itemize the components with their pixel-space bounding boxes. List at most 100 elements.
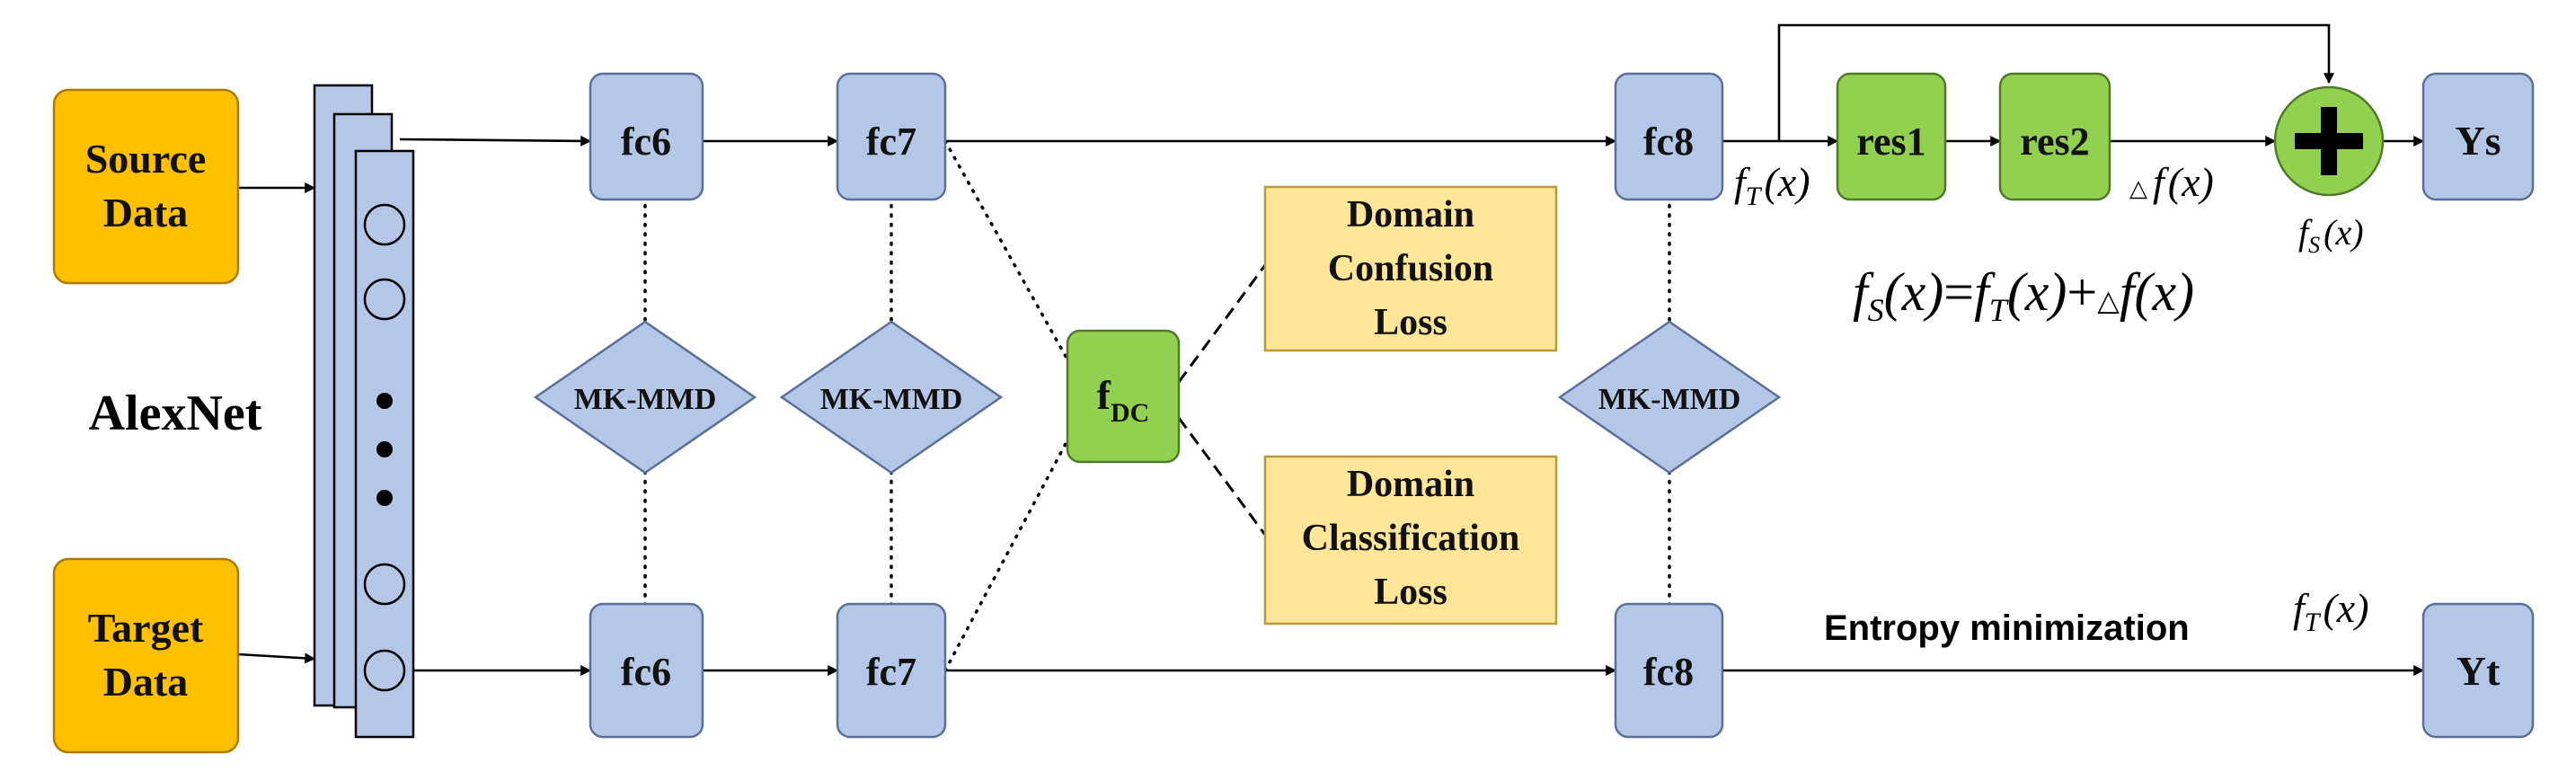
ft-top-arg: (x) <box>1764 159 1810 205</box>
fc8-top-label: fc8 <box>1643 120 1694 164</box>
yt-label: Yt <box>2456 648 2501 694</box>
fc8-top-box <box>1614 72 1724 201</box>
target-data-node: Target Data <box>52 557 240 754</box>
ys-label: Ys <box>2455 118 2501 164</box>
fc8-bottom-box <box>1614 602 1724 739</box>
ft-annotation-top: fT(x) <box>1734 159 1810 211</box>
mmd-fc7-node: MK-MMD <box>779 320 1004 475</box>
dotted-links <box>643 139 1671 672</box>
ys-node: Ys <box>2421 72 2535 201</box>
dashed-links <box>1177 264 1267 536</box>
dotted-fc7-bottom-to-fdc <box>943 439 1069 672</box>
mmd-fc6-node: MK-MMD <box>533 320 757 475</box>
fc6-top-label: fc6 <box>621 120 671 164</box>
mmd-fc6-label: MK-MMD <box>574 383 717 416</box>
source-data-label-line1: Source <box>85 136 207 182</box>
fc7-bottom-label: fc7 <box>866 650 916 694</box>
ys-box <box>2421 72 2535 201</box>
sum-node <box>2273 85 2385 197</box>
neuron-ellipsis-dot <box>376 490 393 506</box>
fdc-label: fDC <box>1097 372 1150 428</box>
confusion-loss-node: Domain Confusion Loss <box>1263 185 1558 352</box>
fc7-top-label: fc7 <box>866 120 916 164</box>
fs-sum-arg: (x) <box>2324 212 2363 253</box>
classification-loss-line2: Classification <box>1302 518 1520 559</box>
alexnet-label: AlexNet <box>89 386 262 441</box>
fc7-bottom-node: fc7 <box>836 602 947 739</box>
classification-loss-line1: Domain <box>1347 464 1474 505</box>
fc7-top-box <box>836 72 947 201</box>
edge-target-to-alexnet <box>237 652 316 664</box>
classification-loss-line3: Loss <box>1374 572 1447 613</box>
eq-delta: △ <box>2097 284 2120 316</box>
fc6-bottom-node: fc6 <box>589 602 704 739</box>
fc6-bottom-label: fc6 <box>621 650 671 694</box>
yt-box <box>2421 602 2535 739</box>
fc6-top-box <box>589 72 704 201</box>
connectors <box>237 23 2425 676</box>
mmd-fc8-node: MK-MMD <box>1557 320 1782 475</box>
confusion-loss-line1: Domain <box>1347 194 1474 235</box>
ft-bottom-arg: (x) <box>2323 585 2368 631</box>
mmd-fc6-diamond <box>533 320 757 475</box>
fc8-bottom-label: fc8 <box>1643 650 1694 694</box>
fs-sum-sub: S <box>2308 232 2320 258</box>
source-data-node: Source Data <box>52 88 240 285</box>
fdc-label-sub: DC <box>1111 398 1149 428</box>
eq-delta-arg: (x) <box>2135 262 2195 322</box>
eq-fs-arg: (x) <box>1884 262 1944 322</box>
edge-alexnet-to-fc6-top <box>399 135 592 146</box>
mmd-fc7-diamond <box>779 320 1004 475</box>
neuron-circle <box>363 563 406 606</box>
neuron-ellipsis-dot <box>376 441 393 457</box>
fc6-bottom-box <box>589 602 704 739</box>
res2-box <box>1998 72 2111 201</box>
fc8-bottom-node: fc8 <box>1614 602 1724 739</box>
fc7-bottom-box <box>836 602 947 739</box>
eq-equals: = <box>1943 262 1974 322</box>
neuron-circle <box>363 278 406 321</box>
res1-node: res1 <box>1836 72 1947 201</box>
eq-fs-sub: S <box>1868 292 1884 328</box>
edge-skip-connection <box>1777 23 2334 141</box>
ft-annotation-bottom: fT(x) <box>2293 585 2369 637</box>
ft-top-sub: T <box>1746 182 1763 211</box>
fc6-top-node: fc6 <box>589 72 704 201</box>
ft-bottom-sub: T <box>2305 608 2322 637</box>
alexnet-stack <box>313 84 415 739</box>
yt-node: Yt <box>2421 602 2535 739</box>
neuron-circle <box>363 649 406 692</box>
res1-label: res1 <box>1856 120 1925 164</box>
dashed-fdc-to-classification <box>1177 417 1267 536</box>
confusion-loss-box <box>1263 185 1558 352</box>
dotted-fc7-top-to-fdc <box>943 139 1069 361</box>
residual-equation: fS(x)=fT(x)+△f(x) <box>1853 262 2194 328</box>
mmd-fc8-diamond <box>1557 320 1782 475</box>
classification-loss-box <box>1263 455 1558 626</box>
delta-f-delta: △ <box>2129 175 2147 201</box>
target-data-box <box>52 557 240 754</box>
neuron-ellipsis-dot <box>376 393 393 409</box>
entropy-minimization-label: Entropy minimization <box>1824 608 2190 648</box>
fc8-top-node: fc8 <box>1614 72 1724 201</box>
fs-annotation-sum: fS(x) <box>2298 212 2364 258</box>
dashed-fdc-to-confusion <box>1177 264 1267 383</box>
res1-box <box>1836 72 1947 201</box>
classification-loss-node: Domain Classification Loss <box>1263 455 1558 626</box>
fc7-top-node: fc7 <box>836 72 947 201</box>
delta-f-arg: (x) <box>2168 159 2214 205</box>
fdc-node: fDC <box>1066 329 1181 464</box>
eq-ft-sub: T <box>1989 292 2010 328</box>
mmd-fc7-label: MK-MMD <box>820 383 963 416</box>
source-data-label-line2: Data <box>103 190 189 235</box>
delta-f-annotation: △f(x) <box>2129 159 2214 205</box>
fdc-box <box>1066 329 1181 464</box>
confusion-loss-line2: Confusion <box>1328 248 1493 289</box>
neuron-circle <box>363 203 406 246</box>
mmd-fc8-label: MK-MMD <box>1598 383 1741 416</box>
eq-plus: + <box>2067 262 2097 322</box>
fdc-label-main: f <box>1097 372 1111 418</box>
res2-label: res2 <box>2020 120 2089 164</box>
confusion-loss-line3: Loss <box>1374 302 1447 343</box>
target-data-label-line2: Data <box>103 659 189 705</box>
